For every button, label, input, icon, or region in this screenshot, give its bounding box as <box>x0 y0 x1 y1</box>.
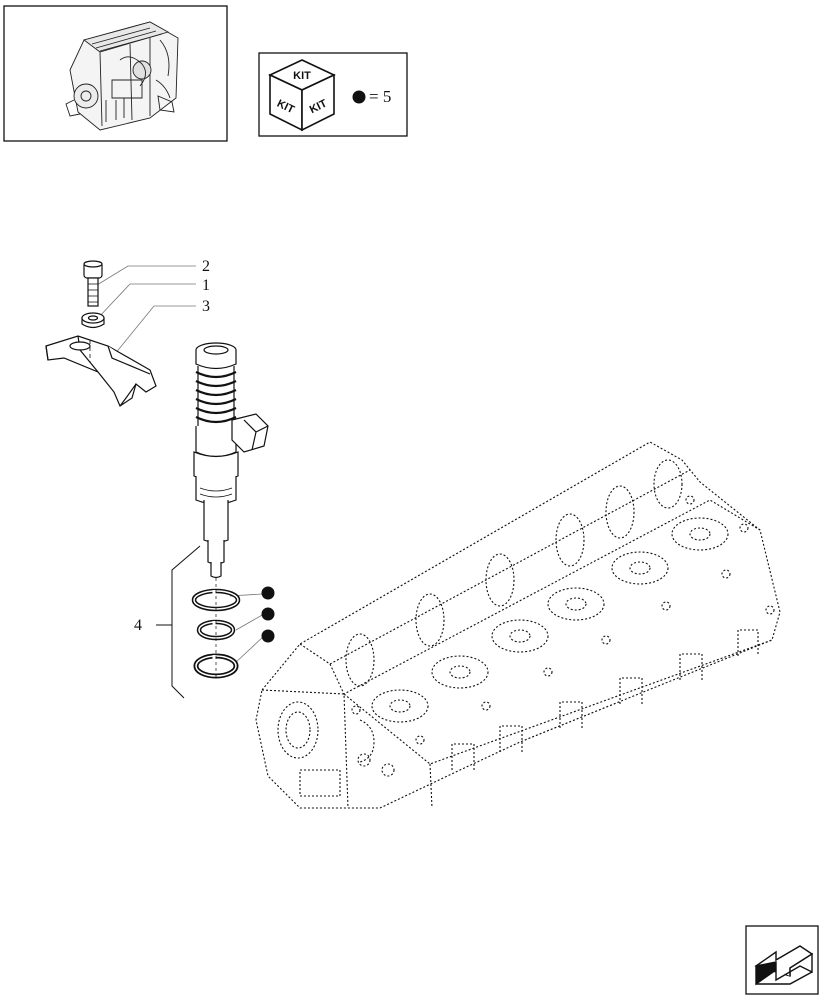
cylinder-head <box>255 441 781 809</box>
seal-ring-set[interactable] <box>191 578 241 679</box>
clamp-bracket-part[interactable] <box>45 335 157 407</box>
kit-label-top: KIT <box>293 70 311 82</box>
prev-page-button[interactable] <box>745 925 819 995</box>
prev-page-arrow-icon <box>754 945 814 986</box>
kit-bullet-icon <box>261 607 275 621</box>
leader-line-3 <box>109 305 196 361</box>
leader-line-1 <box>97 283 196 319</box>
engine-thumbnail[interactable] <box>3 5 228 142</box>
leader-bracket-4 <box>171 545 201 699</box>
bolt-part[interactable] <box>83 260 103 307</box>
kit-legend: KIT KIT KIT = 5 <box>258 52 408 137</box>
kit-bullet-icon <box>261 586 275 600</box>
callout-1[interactable]: 1 <box>202 277 210 294</box>
leader-dot-2 <box>235 613 265 631</box>
washer-part[interactable] <box>81 312 105 329</box>
callout-2[interactable]: 2 <box>202 258 210 275</box>
kit-bullet-icon <box>261 629 275 643</box>
injector-part[interactable] <box>193 342 269 579</box>
callout-3[interactable]: 3 <box>202 298 210 315</box>
kit-bullet-icon <box>352 90 366 104</box>
engine-icon <box>65 21 179 131</box>
kit-cube-icon: KIT KIT KIT <box>268 59 336 132</box>
leader-lines <box>96 265 265 699</box>
kit-quantity-text: = 5 <box>369 87 391 106</box>
leader-line-2 <box>96 265 196 286</box>
callout-4[interactable]: 4 <box>134 617 142 634</box>
seal-ring-middle <box>196 619 236 641</box>
leader-dot-3 <box>233 635 265 665</box>
